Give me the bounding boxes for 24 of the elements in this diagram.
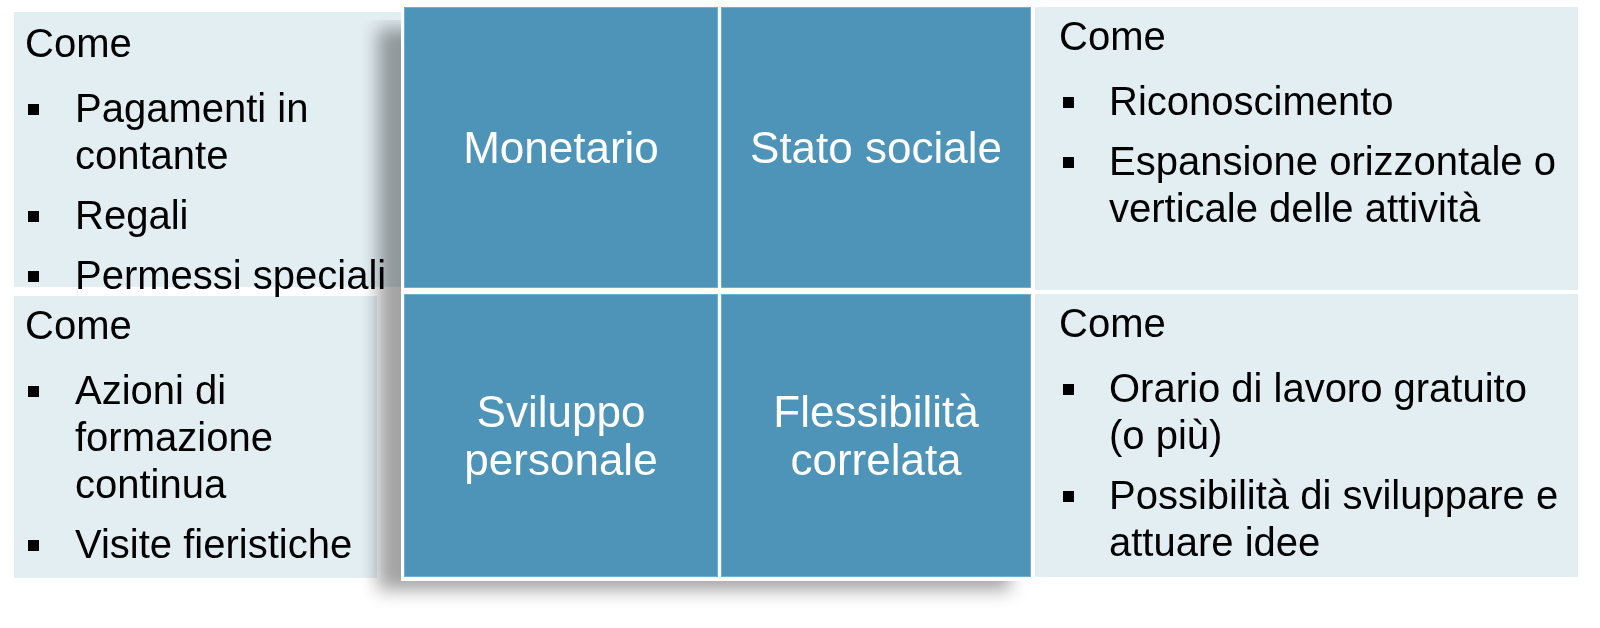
list-item-text: Riconoscimento — [1109, 78, 1394, 125]
tile-label: Flessibilità correlata — [772, 387, 980, 484]
tile-label: Monetario — [462, 123, 660, 172]
text-panel — [1035, 7, 1578, 290]
text-panel — [1035, 294, 1578, 577]
list-item-text: Permessi speciali — [75, 252, 387, 299]
panel-heading: Come — [1059, 301, 1166, 345]
list-item-text: Visite fieristiche — [75, 521, 353, 568]
panel-heading: Come — [1059, 14, 1166, 58]
category-tile — [721, 294, 1031, 577]
list-item-text: Azioni di formazione continua — [75, 367, 274, 508]
text-panel — [14, 296, 377, 578]
tile-label: Stato sociale — [749, 123, 1003, 172]
category-tile — [721, 7, 1031, 288]
list-item-text: Regali — [75, 192, 189, 239]
list-item-text: Orario di lavoro gratuito (o più) — [1109, 365, 1528, 459]
category-tile — [404, 294, 718, 577]
panel-heading: Come — [25, 21, 132, 65]
list-item-text: Espansione orizzontale o verticale delle attività — [1109, 138, 1557, 232]
list-item-text: Pagamenti in contante — [75, 85, 310, 179]
tile-label: Sviluppo personale — [463, 387, 659, 484]
category-tile — [404, 7, 718, 288]
list-item-text: Possibilità di sviluppare e attuare idee — [1109, 472, 1560, 566]
panel-heading: Come — [25, 303, 132, 347]
